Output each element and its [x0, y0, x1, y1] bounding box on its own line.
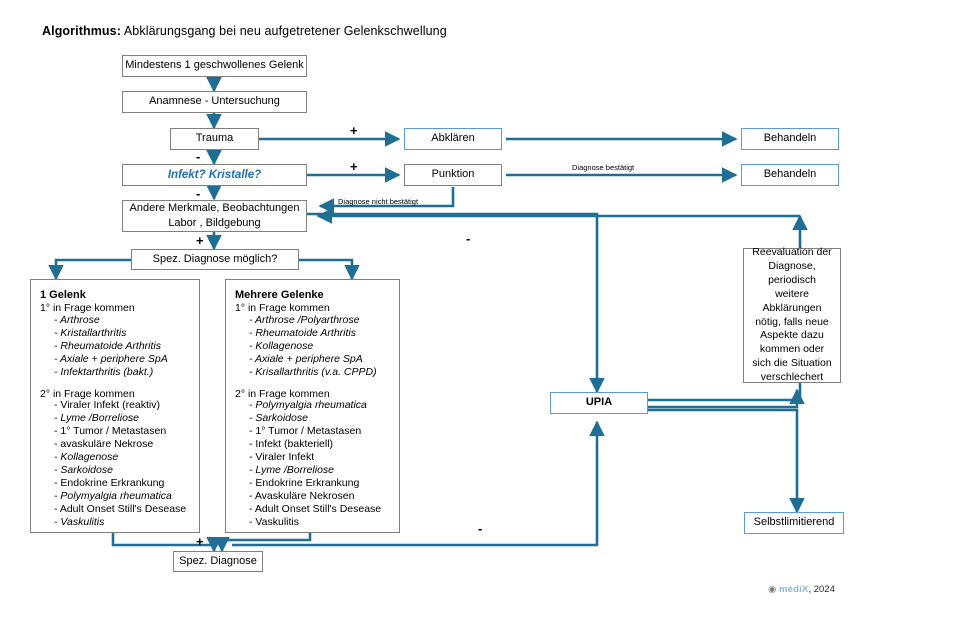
list-item: - 1° Tumor / Metastasen [54, 425, 167, 437]
list-item: - Endokrine Erkrankung [54, 477, 165, 489]
copyright-icon: ◉ [768, 584, 777, 595]
node-punktion[interactable]: Punktion [404, 164, 502, 186]
list-item: - Axiale + periphere SpA [54, 352, 168, 365]
list-item: - Infekt (bakteriell) [249, 438, 334, 450]
node-label: UPIA [585, 396, 613, 409]
node-upia[interactable]: UPIA [550, 392, 648, 414]
node-abklaeren[interactable]: Abklären [404, 128, 502, 150]
node-behandeln-punktion[interactable]: Behandeln [741, 164, 839, 186]
edge-sign-infekt-plus: + [350, 159, 358, 174]
edge-label-diagnose-bestaetigt: Diagnose bestätigt [572, 163, 635, 172]
list-item: - Vaskulitis [54, 516, 105, 528]
detail-secondary-list: - Viraler Infekt (reaktiv) - Lyme /Borre… [40, 400, 190, 528]
list-item: - Kollagenose [54, 451, 119, 463]
detail-box-multiple-joints[interactable]: Mehrere Gelenke 1° in Frage kommen - Art… [225, 279, 400, 533]
edge-label-diagnose-nicht-bestaetigt: Diagnose nicht bestätigt [338, 197, 419, 206]
node-label: Behandeln [763, 132, 817, 145]
detail-title: Mehrere Gelenke [235, 289, 324, 301]
detail-primary-list: - Arthrose - Kristallarthritis - Rheumat… [40, 313, 190, 378]
node-label: Anamnese - Untersuchung [149, 95, 280, 108]
list-item: - Kollagenose [249, 339, 314, 352]
list-item: - Lyme /Borreliose [249, 464, 335, 476]
list-item: - Lyme /Borreliose [54, 412, 140, 424]
list-item: - Endokrine Erkrankung [249, 477, 360, 489]
list-item: - Infektarthritis (bakt.) [54, 365, 154, 378]
detail-title: 1 Gelenk [40, 289, 86, 301]
edge-sign-right-minus-lower: - [478, 521, 483, 536]
edge-sign-andere-plus: + [196, 233, 204, 248]
list-item: - Adult Onset Still's Desease [54, 503, 187, 515]
page-title-rest: Abklärungsgang bei neu aufgetretener Gel… [120, 24, 447, 38]
edge-sign-trauma-minus: - [196, 149, 201, 164]
list-item: - Sarkoidose [54, 464, 113, 476]
node-label: Behandeln [763, 168, 817, 181]
detail-primary-header: 1° in Frage kommen [235, 302, 330, 314]
list-item: - Viraler Infekt (reaktiv) [54, 399, 160, 411]
list-item: - Krisallarthritis (v.a. CPPD) [249, 365, 377, 378]
footer-copyright: ◉ mediX, 2024 [768, 584, 835, 595]
list-item: - avaskuläre Nekrose [54, 438, 154, 450]
list-item: - Axiale + periphere SpA [249, 352, 363, 365]
edge-sign-bottom-plus: + [196, 534, 204, 549]
node-label: Spez. Diagnose möglich? [152, 252, 278, 265]
list-item: - Arthrose /Polyarthrose [249, 313, 360, 326]
detail-secondary-header: 2° in Frage kommen [40, 387, 135, 400]
node-reevaluation[interactable]: Reevaluation der Diagnose, periodisch we… [743, 245, 841, 384]
node-label: Abklären [431, 132, 475, 145]
detail-box-one-joint[interactable]: 1 Gelenk 1° in Frage kommen - Arthrose -… [30, 279, 200, 533]
list-item: - Polymyalgia rheumatica [249, 399, 367, 411]
footer-year: , 2024 [808, 584, 835, 595]
list-item: - Vaskulitis [249, 516, 299, 528]
list-item: - Sarkoidose [249, 412, 308, 424]
node-spez-diagnose-moeglich[interactable]: Spez. Diagnose möglich? [131, 249, 299, 270]
detail-secondary-list: - Polymyalgia rheumatica - Sarkoidose - … [235, 400, 390, 528]
node-trauma[interactable]: Trauma [170, 128, 259, 150]
node-label: Infekt? Kristalle? [167, 168, 262, 181]
page-title: Algorithmus: Abklärungsgang bei neu aufg… [42, 24, 447, 38]
node-behandeln-trauma[interactable]: Behandeln [741, 128, 839, 150]
node-label-line2: Labor , Bildgebung [168, 217, 261, 229]
node-label: Punktion [431, 168, 475, 181]
edge-sign-infekt-minus: - [196, 186, 201, 201]
node-label-line1: Andere Merkmale, Beobachtungen [129, 202, 300, 215]
page-title-bold: Algorithmus: [42, 24, 121, 38]
brand-name: mediX [778, 584, 809, 595]
node-spez-diagnose[interactable]: Spez. Diagnose [173, 551, 263, 572]
list-item: - Kristallarthritis [54, 326, 127, 339]
list-item: - Avaskuläre Nekrosen [249, 490, 355, 502]
node-label: Reevaluation der Diagnose, periodisch we… [752, 245, 832, 384]
node-anamnese-untersuchung[interactable]: Anamnese - Untersuchung [122, 91, 307, 113]
node-selbstlimitierend[interactable]: Selbstlimitierend [744, 512, 844, 534]
node-mindestens-1-gelenk[interactable]: Mindestens 1 geschwollenes Gelenk [122, 55, 307, 77]
detail-primary-list: - Arthrose /Polyarthrose - Rheumatoide A… [235, 313, 390, 378]
node-label: Selbstlimitierend [753, 516, 835, 529]
edge-sign-trauma-plus: + [350, 123, 358, 138]
list-item: - Adult Onset Still's Desease [249, 503, 382, 515]
node-label: Mindestens 1 geschwollenes Gelenk [125, 59, 304, 72]
detail-primary-header: 1° in Frage kommen [40, 302, 135, 314]
node-andere-merkmale[interactable]: Andere Merkmale, Beobachtungen Labor , B… [122, 200, 307, 232]
detail-secondary-header: 2° in Frage kommen [235, 387, 330, 400]
list-item: - Viraler Infekt [249, 451, 315, 463]
node-label: Spez. Diagnose [179, 554, 257, 567]
list-item: - Arthrose [54, 313, 100, 326]
node-infekt-kristalle[interactable]: Infekt? Kristalle? [122, 164, 307, 186]
list-item: - 1° Tumor / Metastasen [249, 425, 362, 437]
list-item: - Rheumatoide Arthritis [249, 326, 356, 339]
list-item: - Rheumatoide Arthritis [54, 339, 161, 352]
node-label: Trauma [195, 132, 234, 145]
list-item: - Polymyalgia rheumatica [54, 490, 172, 502]
edge-sign-right-minus-upper: - [466, 231, 471, 246]
